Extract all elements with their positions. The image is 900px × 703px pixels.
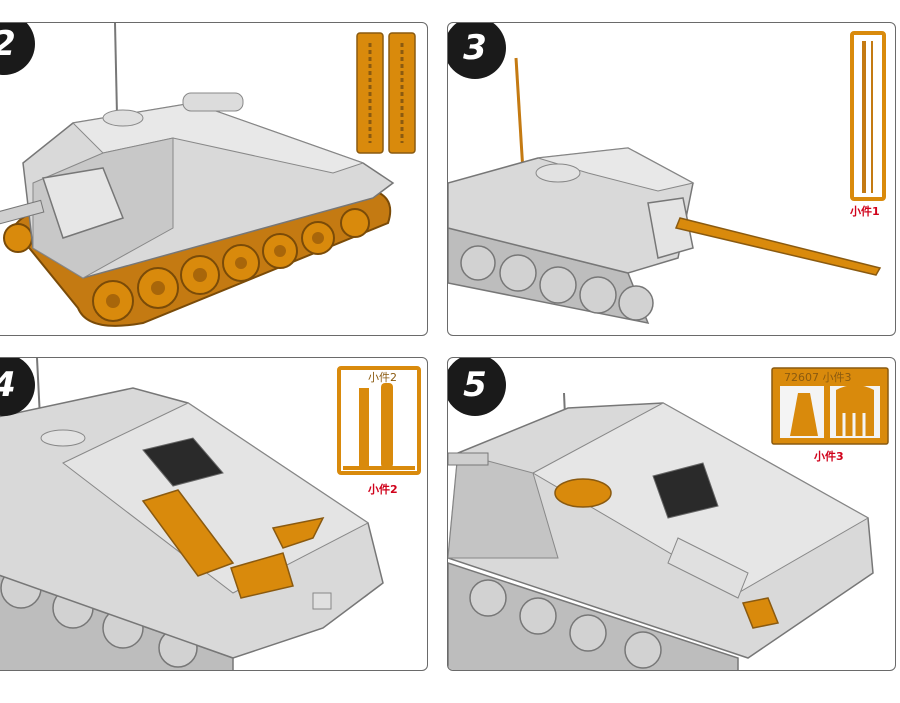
step-4-panel: 4 小件2 小件2 [0, 357, 428, 671]
step-5-badge: 5 [448, 358, 506, 416]
step-3-illustration [448, 31, 886, 325]
step-2-panel: 2 [0, 22, 428, 336]
step-2-illustration [0, 23, 416, 327]
step-5-illustration [448, 367, 889, 670]
step-5-panel: 5 72607 小件3 小件3 [447, 357, 896, 671]
step-4-illustration [0, 358, 421, 670]
sprue-label-3: 小件3 [814, 450, 844, 463]
sprue-stamp-3: 72607 小件3 [784, 371, 852, 384]
sprue-stamp-2: 小件2 [368, 371, 397, 384]
sprue-label-1: 小件1 [850, 205, 880, 218]
sprue-label-2: 小件2 [368, 483, 398, 496]
step-2-badge: 2 [0, 23, 35, 75]
step-3-panel: 3 小件1 [447, 22, 896, 336]
step-3-badge: 3 [448, 23, 506, 79]
